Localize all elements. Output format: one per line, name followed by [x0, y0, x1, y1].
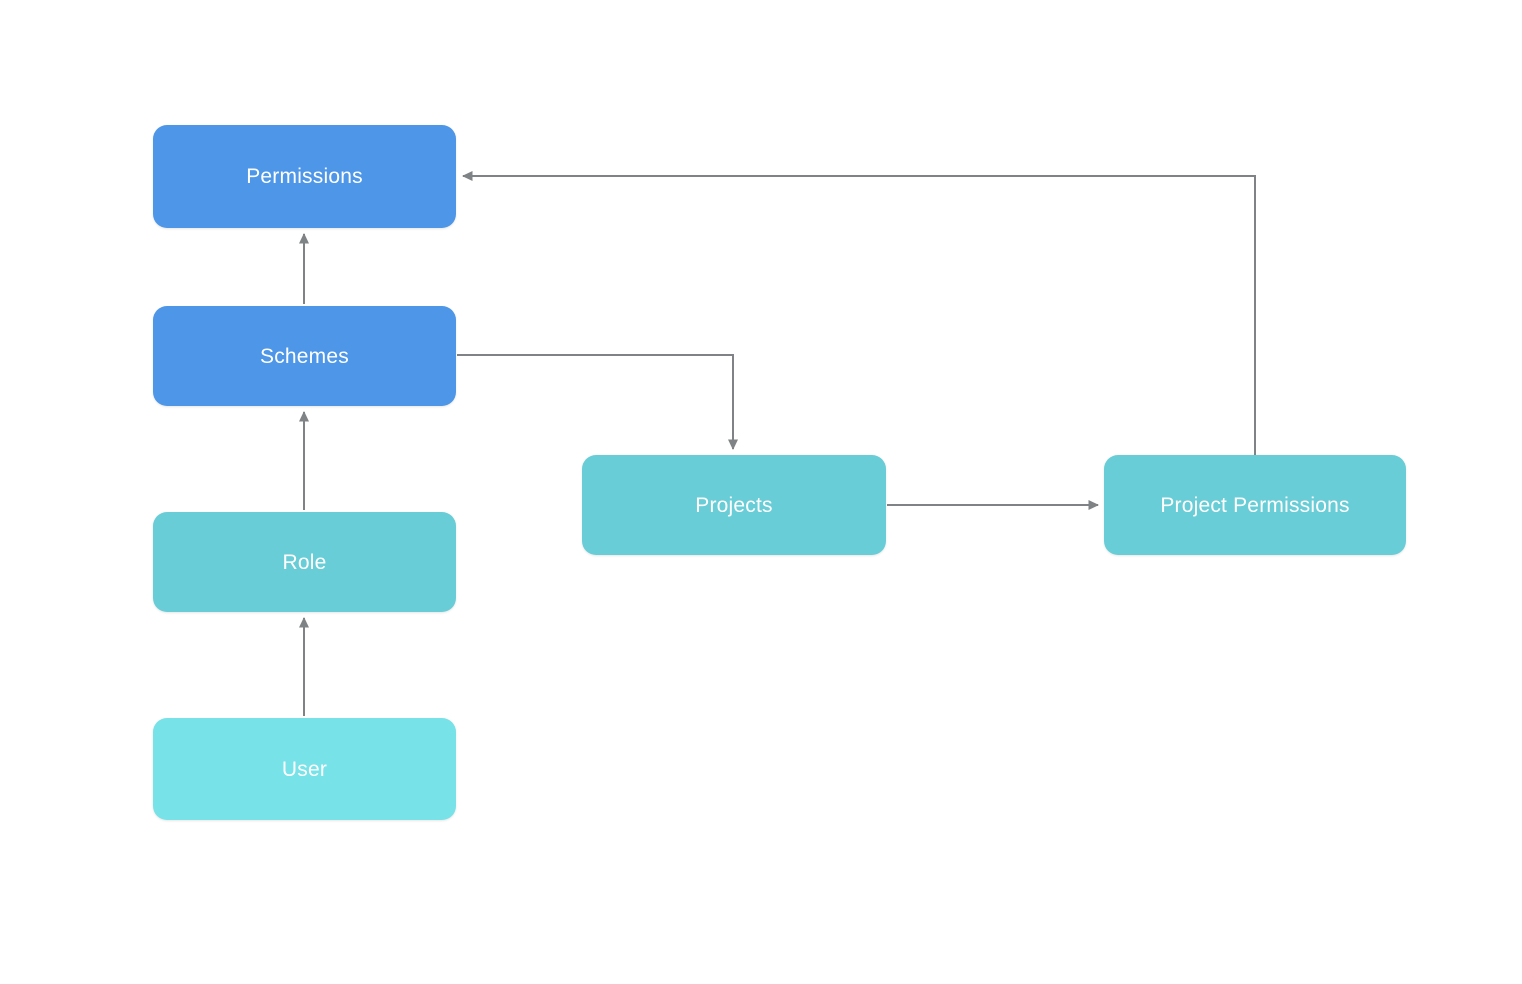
node-permissions-label: Permissions: [246, 165, 363, 188]
node-permissions[interactable]: Permissions: [153, 125, 456, 228]
node-schemes-label: Schemes: [260, 344, 349, 368]
edge-schemes-to-projects: [457, 354, 738, 450]
node-role[interactable]: Role: [153, 512, 456, 612]
node-projects-label: Projects: [695, 493, 773, 517]
node-project-permissions-label: Project Permissions: [1160, 493, 1350, 517]
node-project-permissions[interactable]: Project Permissions: [1104, 455, 1406, 555]
node-projects[interactable]: Projects: [582, 455, 886, 555]
edge-project-permissions-to-permissions: [462, 171, 1256, 455]
node-schemes[interactable]: Schemes: [153, 306, 456, 406]
node-user[interactable]: User: [153, 718, 456, 820]
node-user-label: User: [281, 757, 328, 781]
node-role-label: Role: [282, 550, 327, 574]
edges-group: [299, 171, 1256, 716]
